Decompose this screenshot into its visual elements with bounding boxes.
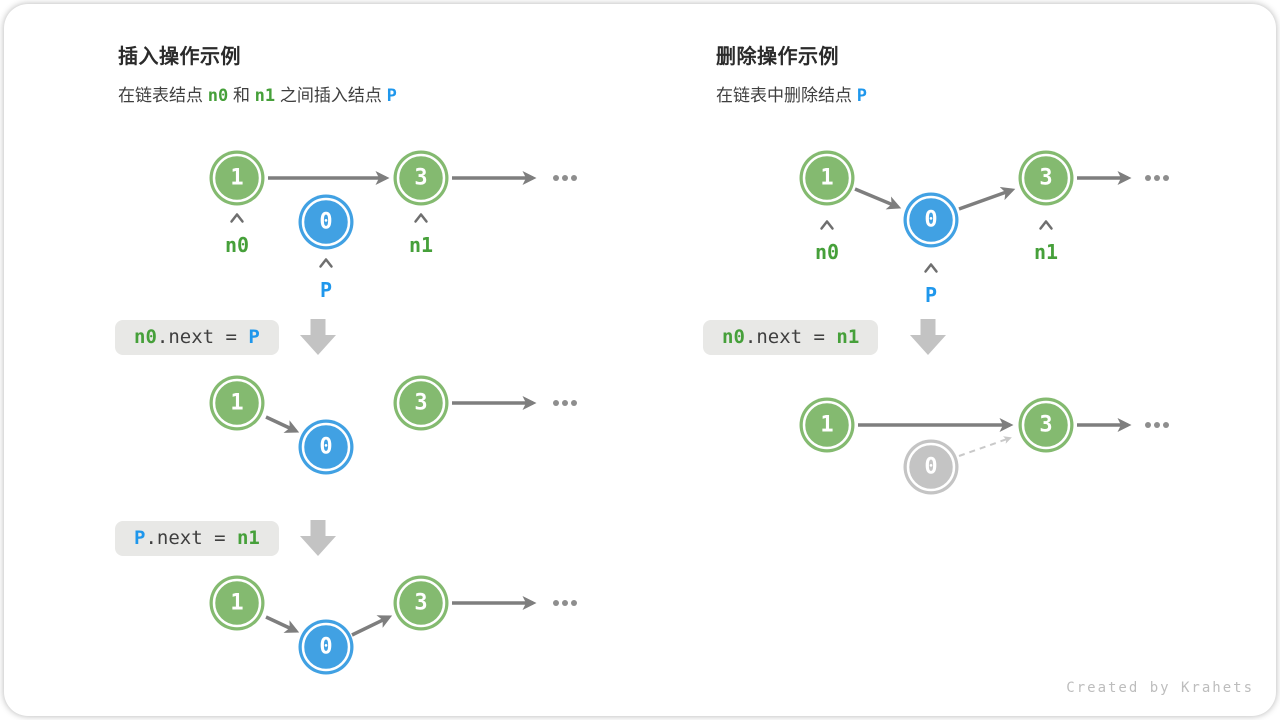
node-value: 3 [414,591,427,616]
list-node-0: 0 [903,439,959,495]
link-arrow [265,415,300,433]
subtitle-segment: P [856,86,867,106]
node-value: 3 [414,391,427,416]
node-value: 0 [319,635,332,660]
list-node-3: 3 [1018,397,1074,453]
node-value: 1 [230,166,243,191]
ellipsis-dots [553,600,577,606]
link-arrow [958,186,1016,211]
delete-panel-title: 删除操作示例 [716,46,839,68]
list-node-1: 1 [799,397,855,453]
node-pointer-label: P [925,283,937,307]
subtitle-segment: 在链表结点 [118,86,208,105]
code-segment: .next = [744,326,837,348]
list-node-0: 0 [298,419,354,475]
subtitle-segment: n0 [207,86,229,106]
up-caret-icon [414,213,428,223]
node-value: 1 [230,391,243,416]
link-arrow [351,615,393,637]
dashed-link-arrow [958,436,1012,457]
delete-panel-subtitle: 在链表中删除结点 P [716,81,867,106]
code-label: n0.next = n1 [703,320,879,355]
code-segment: n1 [236,527,260,549]
node-pointer-label: n1 [409,233,433,257]
subtitle-segment: 在链表中删除结点 [716,86,857,105]
node-value: 0 [319,210,332,235]
code-segment: n0 [722,326,745,348]
credit-text: Created by Krahets [1066,680,1254,696]
subtitle-segment: P [386,86,397,106]
node-value: 1 [820,166,833,191]
link-arrow [854,187,902,210]
list-node-1: 1 [209,375,265,431]
list-node-3: 3 [393,150,449,206]
list-node-1: 1 [209,575,265,631]
link-arrow [265,615,300,633]
down-block-arrow-icon [910,319,946,355]
up-caret-icon [820,220,834,230]
node-value: 1 [230,591,243,616]
up-caret-icon [230,213,244,223]
node-value: 0 [319,435,332,460]
subtitle-segment: 和 [228,86,255,105]
up-caret-icon [1039,220,1053,230]
up-caret-icon [319,258,333,268]
list-node-1: 1 [799,150,855,206]
node-pointer-label: n1 [1034,240,1058,264]
node-value: 3 [1039,413,1052,438]
code-segment: n0 [134,326,157,348]
code-segment: P [134,527,146,549]
code-segment: P [248,326,260,348]
code-segment: n1 [836,326,860,348]
list-node-1: 1 [209,150,265,206]
node-value: 3 [414,166,427,191]
insert-panel-title: 插入操作示例 [118,46,241,68]
node-value: 1 [820,413,833,438]
ellipsis-dots [553,400,577,406]
node-pointer-label: n0 [815,240,839,264]
ellipsis-dots [553,175,577,181]
up-caret-icon [924,263,938,273]
insert-panel-subtitle: 在链表结点 n0 和 n1 之间插入结点 P [118,81,397,106]
node-pointer-label: n0 [225,233,249,257]
node-value: 0 [924,208,937,233]
code-segment: .next = [156,326,249,348]
node-value: 0 [924,455,937,480]
ellipsis-dots [1145,422,1169,428]
subtitle-segment: 之间插入结点 [275,86,387,105]
subtitle-segment: n1 [254,86,276,106]
code-label: P.next = n1 [115,521,279,556]
list-node-3: 3 [393,375,449,431]
down-block-arrow-icon [300,520,336,556]
node-value: 3 [1039,166,1052,191]
list-node-0: 0 [903,192,959,248]
down-block-arrow-icon [300,319,336,355]
list-node-0: 0 [298,194,354,250]
node-pointer-label: P [320,278,332,302]
list-node-3: 3 [1018,150,1074,206]
list-node-0: 0 [298,619,354,675]
ellipsis-dots [1145,175,1169,181]
code-segment: .next = [145,527,237,549]
list-node-3: 3 [393,575,449,631]
code-label: n0.next = P [115,320,279,355]
